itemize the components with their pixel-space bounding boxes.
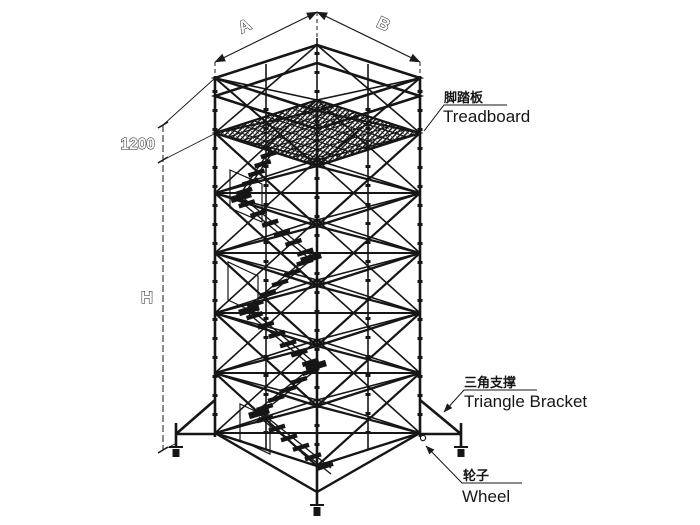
- wheel-callout-node: [419, 434, 427, 442]
- stair-stringer: [258, 410, 332, 475]
- dim-label-a: A: [235, 15, 254, 37]
- dim-label-b: B: [374, 13, 393, 35]
- stair-steps: [256, 366, 319, 413]
- foot-plates: [169, 446, 468, 506]
- dimension-lines: [157, 11, 421, 454]
- label-treadboard-en: Treadboard: [443, 107, 530, 126]
- stair-landings: [230, 190, 327, 420]
- triangle-bracket-left: [174, 399, 216, 447]
- stair-stringer: [248, 307, 317, 371]
- dim-label-h: H: [141, 289, 153, 307]
- label-wheel-en: Wheel: [462, 487, 510, 506]
- extension-lines-left: [162, 78, 215, 451]
- label-wheel-cn: 轮子: [463, 468, 489, 483]
- label-triangle-bracket-cn: 三角支撑: [464, 375, 516, 390]
- coupler-dots: [212, 52, 423, 462]
- leader-triangle-bracket: [443, 389, 537, 413]
- stair-steps: [256, 414, 334, 471]
- outriggers: [169, 398, 468, 506]
- wheels: [172, 434, 465, 516]
- wheel-left: [172, 449, 180, 457]
- label-treadboard-cn: 脚踏板: [444, 90, 484, 105]
- label-triangle-bracket-en: Triangle Bracket: [464, 392, 587, 411]
- staircase: [227, 146, 334, 475]
- leader-lines: [423, 104, 537, 484]
- dim-line-a: [214, 11, 318, 63]
- stair-steps: [238, 199, 314, 257]
- triangle-bracket-right: [419, 398, 463, 447]
- wheel-right: [457, 449, 465, 457]
- leader-treadboard: [423, 104, 507, 132]
- stair-steps: [245, 311, 320, 367]
- guardrail-x-braces: [214, 77, 421, 167]
- base-v-braces: [214, 431, 421, 494]
- stair-stringer: [240, 195, 312, 261]
- dim-label-1200: 1200: [121, 136, 155, 153]
- back-guardrail-braces: [214, 44, 421, 134]
- leader-wheel: [425, 445, 522, 484]
- wheel-front: [313, 507, 321, 516]
- stair-steps: [235, 149, 278, 197]
- dim-line-b: [316, 11, 421, 63]
